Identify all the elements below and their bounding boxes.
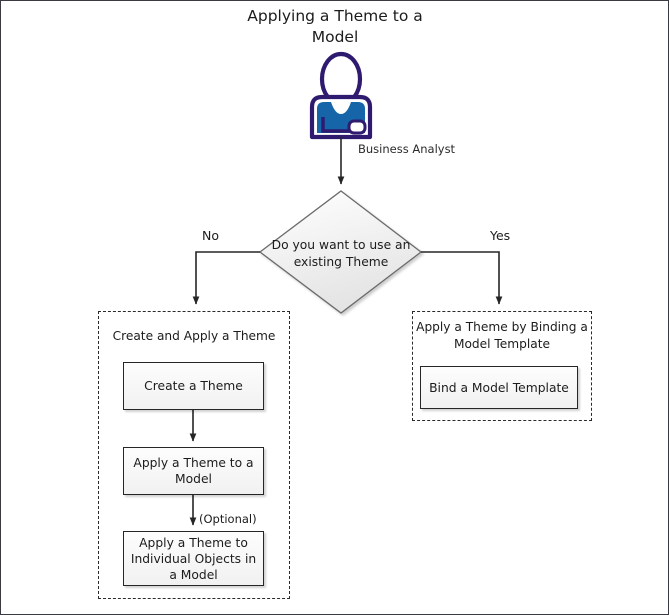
connector-no-branch bbox=[192, 251, 260, 305]
group-apply-a-theme-by-binding-a-model-template bbox=[412, 311, 592, 421]
branch-label-yes: Yes bbox=[490, 228, 511, 243]
decision-label: Do you want to use an existing Theme bbox=[271, 238, 411, 269]
group-apply-a-theme-by-binding-a-model-template-title: Apply a Theme by Binding a Model Templat… bbox=[416, 320, 588, 351]
process-box-apply-a-theme-to-individual-objects[interactable]: Apply a Theme to Individual Objects in a… bbox=[123, 531, 264, 586]
connector-yes-branch bbox=[421, 251, 503, 305]
process-box-bind-a-model-template[interactable]: Bind a Model Template bbox=[420, 366, 578, 409]
group-create-and-apply-a-theme bbox=[98, 311, 290, 599]
actor-label: Business Analyst bbox=[358, 142, 456, 156]
page-title: Applying a Theme to a Model bbox=[247, 7, 423, 46]
branch-label-no: No bbox=[202, 228, 219, 243]
group-create-and-apply-a-theme-title: Create and Apply a Theme bbox=[112, 329, 276, 343]
process-box-apply-a-theme-to-a-model[interactable]: Apply a Theme to a Model bbox=[123, 447, 264, 495]
business-analyst-actor-icon bbox=[309, 51, 373, 140]
process-box-create-a-theme[interactable]: Create a Theme bbox=[123, 362, 264, 410]
optional-annotation: (Optional) bbox=[199, 512, 257, 526]
